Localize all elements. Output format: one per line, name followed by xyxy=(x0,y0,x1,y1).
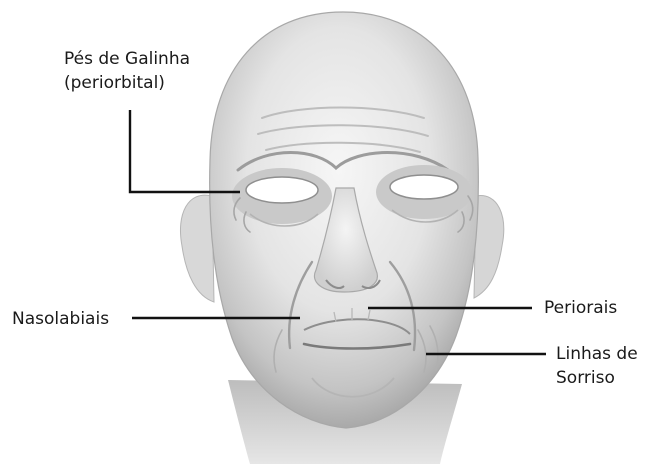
label-crows-feet-line2: (periorbital) xyxy=(64,71,190,95)
label-nasolabial: Nasolabiais xyxy=(12,307,109,331)
label-smile-lines-line2: Sorriso xyxy=(556,366,638,390)
left-eye xyxy=(246,177,318,203)
right-eye xyxy=(390,175,458,199)
left-ear xyxy=(180,195,214,302)
label-smile-lines-line1: Linhas de xyxy=(556,342,638,366)
label-perioral: Periorais xyxy=(544,296,617,320)
label-crows-feet-line1: Pés de Galinha xyxy=(64,47,190,71)
label-crows-feet: Pés de Galinha (periorbital) xyxy=(64,47,190,95)
right-ear xyxy=(474,196,504,298)
label-smile-lines: Linhas de Sorriso xyxy=(556,342,638,390)
